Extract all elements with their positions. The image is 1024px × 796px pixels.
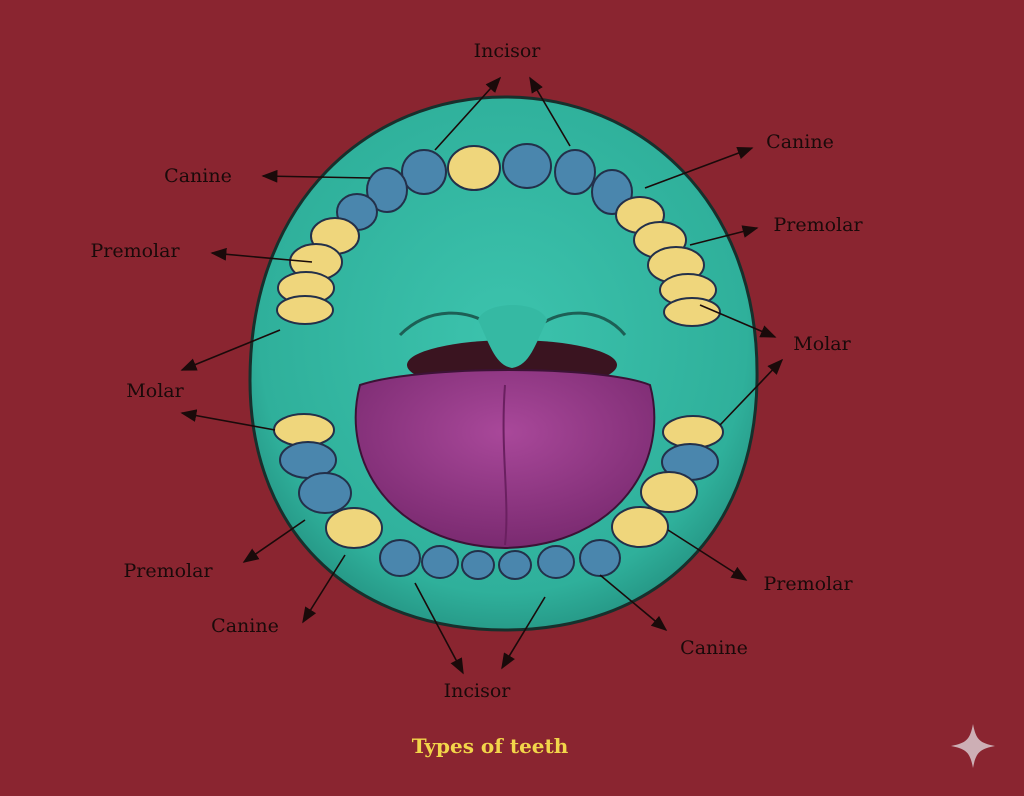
arrows bbox=[180, 76, 784, 675]
incisor-tooth bbox=[537, 545, 575, 579]
diagram-caption: Types of teeth bbox=[412, 734, 569, 758]
label-molar-right: Molar bbox=[793, 333, 851, 355]
label-canine-lower-left: Canine bbox=[211, 615, 279, 637]
label-incisor-bottom: Incisor bbox=[444, 680, 512, 702]
canine-tooth bbox=[379, 539, 421, 577]
uvula bbox=[478, 305, 547, 368]
incisor-tooth bbox=[502, 143, 552, 189]
label-premolar-upper-right: Premolar bbox=[773, 214, 863, 236]
incisor-tooth bbox=[447, 145, 501, 191]
incisor-tooth bbox=[498, 550, 532, 580]
canine-tooth bbox=[554, 149, 596, 195]
label-premolar-lower-right: Premolar bbox=[763, 573, 853, 595]
label-premolar-lower-left: Premolar bbox=[123, 560, 213, 582]
teeth bbox=[273, 143, 724, 580]
label-canine-upper-right: Canine bbox=[766, 131, 834, 153]
incisor-tooth bbox=[401, 149, 447, 195]
label-molar-left: Molar bbox=[126, 380, 184, 402]
label-canine-lower-right: Canine bbox=[680, 637, 748, 659]
label-canine-upper-left: Canine bbox=[164, 165, 232, 187]
incisor-tooth bbox=[421, 545, 459, 579]
label-incisor-top: Incisor bbox=[474, 40, 542, 62]
sparkle-icon bbox=[951, 724, 995, 768]
canine-tooth bbox=[579, 539, 621, 577]
molar-tooth bbox=[663, 297, 721, 327]
canine-tooth bbox=[366, 167, 408, 213]
label-premolar-upper-left: Premolar bbox=[90, 240, 180, 262]
incisor-tooth bbox=[461, 550, 495, 580]
premolar-tooth bbox=[325, 507, 383, 549]
premolar-tooth bbox=[640, 471, 698, 513]
premolar-tooth bbox=[611, 506, 669, 548]
premolar-tooth bbox=[298, 472, 352, 514]
molar-tooth bbox=[276, 295, 334, 325]
